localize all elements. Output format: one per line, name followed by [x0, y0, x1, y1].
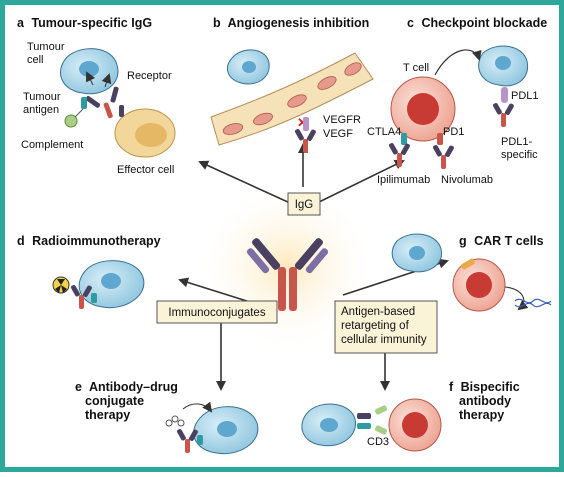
red-blood-cells — [222, 62, 362, 135]
complement-marker — [64, 114, 78, 128]
vegfr-label: VEGFR — [323, 114, 361, 126]
svg-text:f Bispecific: f Bispecific — [449, 380, 520, 394]
panel-c-title: Checkpoint blockade — [421, 16, 547, 30]
ctla4-label: CTLA4 — [367, 126, 401, 138]
diagram-canvas: IgG Immunoconjugates Antigen-based retar… — [17, 16, 552, 455]
antibody-e — [177, 429, 198, 453]
panel-f-letter: f — [449, 380, 454, 394]
pdl1-marker — [501, 87, 508, 103]
dna-icon — [514, 298, 552, 308]
svg-text:Tumour: Tumour — [23, 91, 61, 103]
effector-cell-label: Effector cell — [117, 164, 174, 176]
panel-e-letter: e — [75, 380, 82, 394]
pd1-label: PD1 — [443, 126, 464, 138]
vegf-label: VEGF — [323, 128, 353, 140]
immunoconjugates-label: Immunoconjugates — [168, 307, 265, 319]
panel-e: e Antibody–drug conjugate therapy — [75, 380, 259, 455]
svg-text:PDL1-: PDL1- — [501, 136, 533, 148]
effector-cell-nucleus — [135, 123, 167, 147]
ipilimumab-label: Ipilimumab — [377, 174, 430, 186]
retargeting-line-2: retargeting of — [341, 320, 410, 332]
retargeting-box: Antigen-based retargeting of cellular im… — [334, 300, 438, 354]
central-arrows — [178, 143, 449, 391]
svg-text:cell: cell — [27, 54, 44, 66]
arrow-to-d — [178, 277, 251, 303]
panel-f: f Bispecific antibody therapy CD3 — [301, 380, 520, 452]
tumour-antigen-label-1: Tumour — [23, 91, 61, 103]
svg-text:Tumour: Tumour — [27, 41, 65, 53]
pd1-marker — [437, 133, 443, 145]
svg-text:✕: ✕ — [297, 115, 308, 130]
panel-c: c Checkpoint blockade T cell PDL1 CTLA4 — [367, 16, 547, 186]
panel-d-title: Radioimmunotherapy — [32, 234, 161, 248]
arrow-to-a — [198, 160, 291, 204]
antibody-a — [85, 86, 119, 119]
t-cell-label: T cell — [403, 62, 429, 74]
panel-b-letter: b — [213, 16, 221, 30]
panel-e-title-2: conjugate — [85, 394, 144, 408]
tumour-cell-nucleus — [79, 61, 99, 77]
panel-d-letter: d — [17, 234, 25, 248]
cd3-label: CD3 — [367, 436, 389, 448]
svg-text:specific: specific — [501, 149, 538, 161]
panel-f-title-3: therapy — [459, 408, 504, 422]
antibody-nivolumab — [433, 145, 454, 169]
pdl1-label: PDL1 — [511, 90, 539, 102]
tumour-antigen-marker — [81, 97, 87, 109]
svg-text:a Tumour-specific IgG: a Tumour-specific IgG — [17, 16, 152, 30]
panel-g-title: CAR T cells — [474, 234, 544, 248]
receptor-marker — [119, 105, 124, 117]
panel-b: b Angiogenesis inhibition ✕ VEGFR VEGF — [210, 16, 374, 153]
panel-c-letter: c — [407, 16, 414, 30]
bispecific-antibody — [357, 405, 388, 435]
panel-f-title-1: Bispecific — [461, 380, 520, 394]
ctla4-marker — [401, 133, 407, 145]
panel-b-title: Angiogenesis inhibition — [228, 16, 370, 30]
pdl1-specific-label-2: specific — [501, 149, 538, 161]
igg-box: IgG — [287, 192, 321, 216]
panel-e-title-1: Antibody–drug — [89, 380, 178, 394]
complement-label: Complement — [21, 139, 83, 151]
arrow-to-c — [316, 160, 405, 204]
panel-a: a Tumour-specific IgG Tumour cell Recept… — [17, 16, 176, 176]
svg-text:d Radioimmunotherapy: d Radioimmunotherapy — [17, 234, 161, 248]
t-cell-nucleus — [407, 93, 439, 125]
antibody-b — [295, 129, 316, 153]
panel-d: d Radioimmunotherapy — [17, 234, 161, 309]
central-antibody — [246, 238, 329, 311]
retargeting-line-3: cellular immunity — [341, 334, 427, 346]
nivolumab-label: Nivolumab — [441, 174, 493, 186]
svg-text:e Antibody–drug: e Antibody–drug — [75, 380, 178, 394]
igg-label: IgG — [295, 199, 314, 211]
panel-g-letter: g — [459, 234, 467, 248]
svg-text:antigen: antigen — [23, 104, 59, 116]
panel-f-title-2: antibody — [459, 394, 511, 408]
panel-a-title: Tumour-specific IgG — [31, 16, 152, 30]
panel-e-title-3: therapy — [85, 408, 130, 422]
tumour-cell-label-1: Tumour — [27, 41, 65, 53]
svg-text:b Angiogenesis inhibitio: b Angiogenesis inhibition — [213, 16, 369, 30]
antibody-pdl1-specific — [493, 103, 514, 127]
drug-payload-icon — [165, 415, 185, 427]
svg-text:c Checkpoint blockade: c Checkpoint blockade — [407, 16, 547, 30]
tumour-antigen-label-2: antigen — [23, 104, 59, 116]
antibody-ipilimumab — [389, 143, 410, 167]
panel-g: g CAR T cells — [391, 233, 552, 312]
tumour-cell-label-2: cell — [27, 54, 44, 66]
panel-a-letter: a — [17, 16, 25, 30]
antibody-d — [70, 285, 92, 309]
vegfr-marker — [303, 117, 309, 131]
receptor-label: Receptor — [127, 70, 172, 82]
pdl1-specific-label-1: PDL1- — [501, 136, 533, 148]
immunoconjugates-box: Immunoconjugates — [156, 300, 278, 324]
retargeting-line-1: Antigen-based — [341, 306, 415, 318]
svg-text:g CAR T cells: g CAR T cells — [459, 234, 544, 248]
